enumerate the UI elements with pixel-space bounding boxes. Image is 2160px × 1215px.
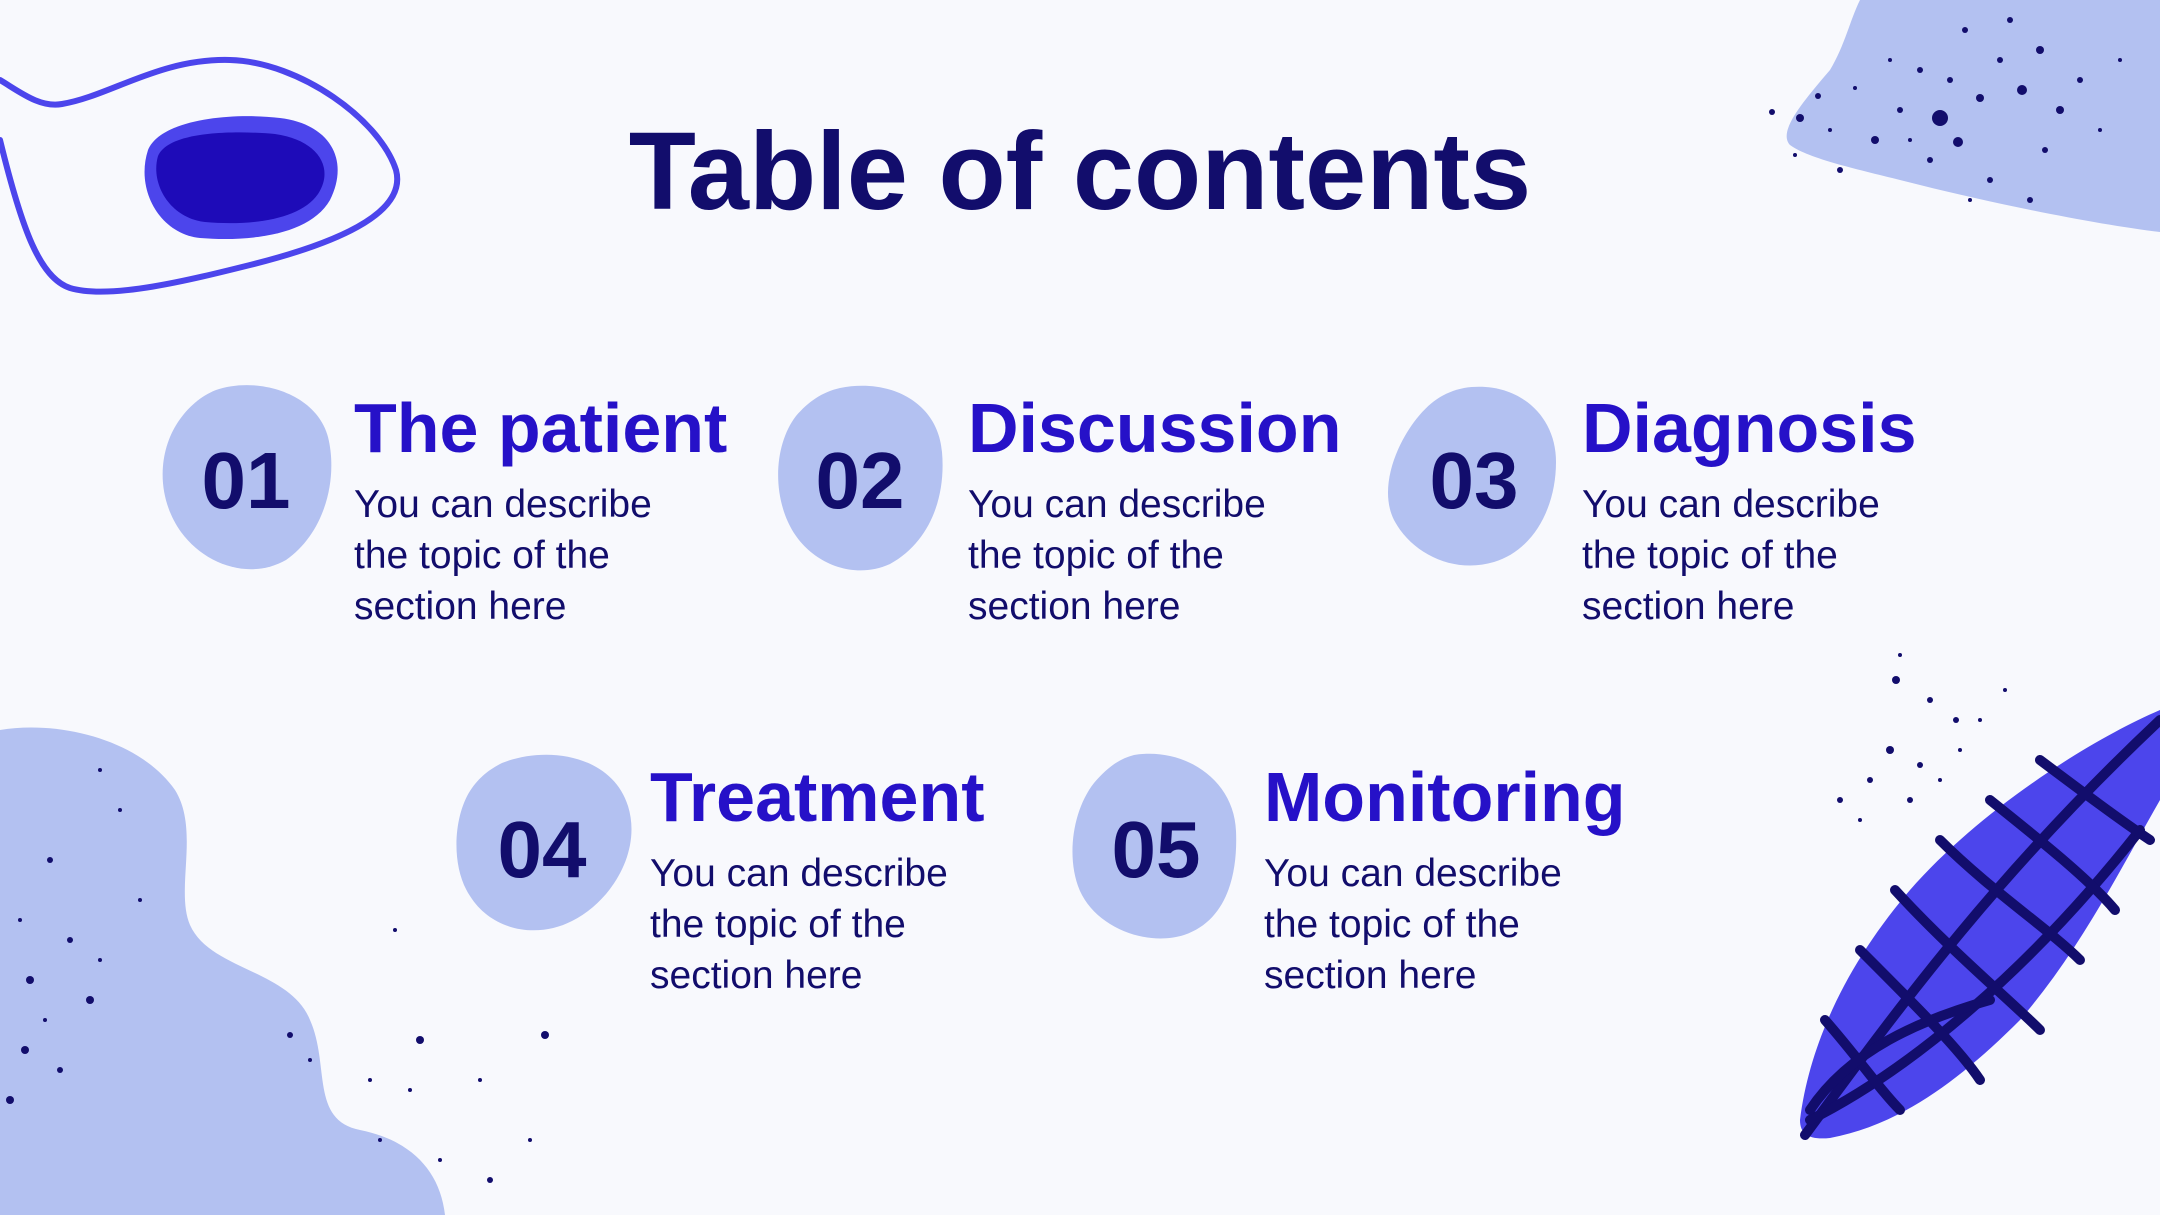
section-title: Monitoring <box>1264 758 1626 836</box>
number-badge: 05 <box>1066 751 1246 941</box>
number-badge: 04 <box>452 751 632 941</box>
badge-blob-icon <box>1387 386 1556 566</box>
section-number: 03 <box>1429 436 1519 525</box>
section-item-diagnosis[interactable]: 03 Diagnosis You can describe the topic … <box>1384 382 2004 642</box>
section-number: 04 <box>497 805 587 894</box>
section-number: 02 <box>815 436 905 525</box>
section-item-monitoring[interactable]: 05 Monitoring You can describe the topic… <box>1066 751 1686 1011</box>
section-title: Treatment <box>650 758 985 836</box>
section-item-discussion[interactable]: 02 Discussion You can describe the topic… <box>770 382 1390 642</box>
section-title: Diagnosis <box>1582 389 1917 467</box>
badge-blob-icon <box>162 385 332 570</box>
number-badge: 03 <box>1384 382 1564 572</box>
section-description: You can describe the topic of the sectio… <box>1264 852 1562 997</box>
section-title: Discussion <box>968 389 1342 467</box>
section-title: The patient <box>354 389 728 467</box>
section-item-patient[interactable]: 01 The patient You can describe the topi… <box>156 382 776 642</box>
badge-blob-icon <box>456 754 632 931</box>
top-right-blob-decoration <box>1769 0 2160 232</box>
cell-outline-decoration <box>0 56 401 295</box>
section-description: You can describe the topic of the sectio… <box>1582 483 1880 628</box>
badge-blob-icon <box>778 385 943 571</box>
bottom-left-blob-decoration <box>0 727 549 1215</box>
section-item-treatment[interactable]: 04 Treatment You can describe the topic … <box>452 751 1072 1011</box>
number-badge: 01 <box>156 382 336 572</box>
badge-blob-icon <box>1072 753 1237 939</box>
section-number: 05 <box>1111 805 1201 894</box>
section-description: You can describe the topic of the sectio… <box>968 483 1266 628</box>
section-description: You can describe the topic of the sectio… <box>354 483 652 628</box>
number-badge: 02 <box>770 382 950 572</box>
page-title: Table of contents <box>628 110 1532 233</box>
section-description: You can describe the topic of the sectio… <box>650 852 948 997</box>
leaf-decoration <box>1800 653 2160 1140</box>
section-number: 01 <box>201 436 291 525</box>
